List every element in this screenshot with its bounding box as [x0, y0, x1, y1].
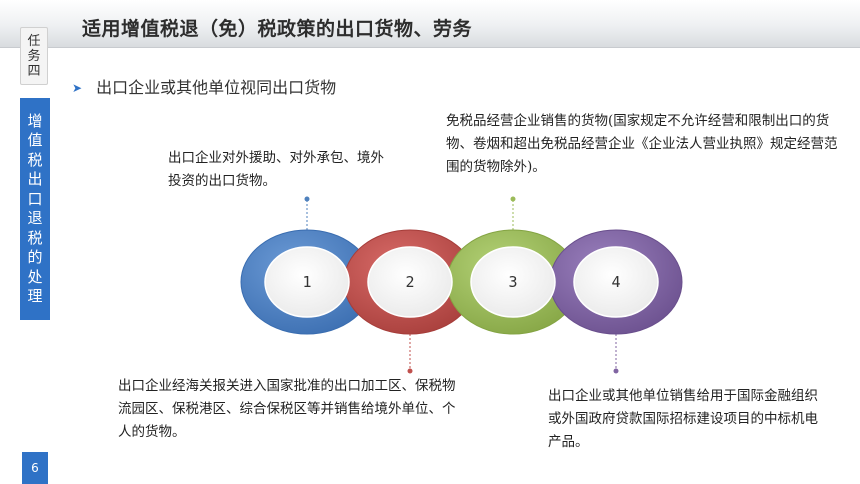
- caption-ring-2: 出口企业经海关报关进入国家批准的出口加工区、保税物流园区、保税港区、综合保税区等…: [118, 378, 456, 440]
- header-band: 适用增值税退（免）税政策的出口货物、劳务: [0, 0, 860, 48]
- connector-dot: [613, 368, 619, 374]
- topic-bar: 增 值 税 出 口 退 税 的 处 理: [20, 98, 50, 320]
- topic-char: 增: [27, 111, 43, 130]
- ring-inner-disc: [367, 246, 453, 318]
- connector-dot: [407, 368, 413, 374]
- task-tab: 任 务 四: [20, 27, 48, 85]
- subtitle-text: 出口企业或其他单位视同出口货物: [96, 78, 337, 97]
- caption-ring-4: 出口企业或其他单位销售给用于国际金融组织或外国政府贷款国际招标建设项目的中标机电…: [548, 388, 818, 450]
- ring-number: 2: [405, 273, 414, 291]
- section-subtitle: ➤ 出口企业或其他单位视同出口货物: [72, 74, 336, 98]
- caption-ring-1: 出口企业对外援助、对外承包、境外投资的出口货物。: [168, 150, 384, 189]
- task-label-char: 任: [27, 33, 41, 49]
- task-label-char: 务: [27, 48, 41, 64]
- connector-dot: [510, 196, 516, 202]
- ring-number: 3: [508, 273, 517, 291]
- topic-char: 退: [27, 209, 43, 227]
- topic-char: 口: [27, 189, 43, 208]
- ring-inner-disc: [264, 246, 350, 318]
- topic-char: 税: [27, 228, 43, 247]
- ring-number: 4: [611, 273, 620, 291]
- caption-ring-3: 免税品经营企业销售的货物(国家规定不允许经营和限制出口的货物、卷烟和超出免税品经…: [446, 113, 838, 175]
- ring-number: 1: [302, 273, 311, 291]
- topic-char: 处: [27, 267, 43, 286]
- bullet-arrow-icon: ➤: [72, 81, 83, 95]
- connector-dot: [304, 196, 310, 202]
- ring-inner-disc: [573, 246, 659, 318]
- topic-char: 的: [27, 248, 43, 266]
- topic-char: 出: [27, 170, 43, 188]
- topic-char: 税: [27, 150, 43, 169]
- page-number: 6: [22, 452, 48, 484]
- page-title: 适用增值税退（免）税政策的出口货物、劳务: [82, 18, 473, 40]
- topic-char: 值: [27, 131, 43, 149]
- topic-char: 理: [27, 287, 43, 305]
- ring-inner-disc: [470, 246, 556, 318]
- task-label-char: 四: [27, 63, 41, 79]
